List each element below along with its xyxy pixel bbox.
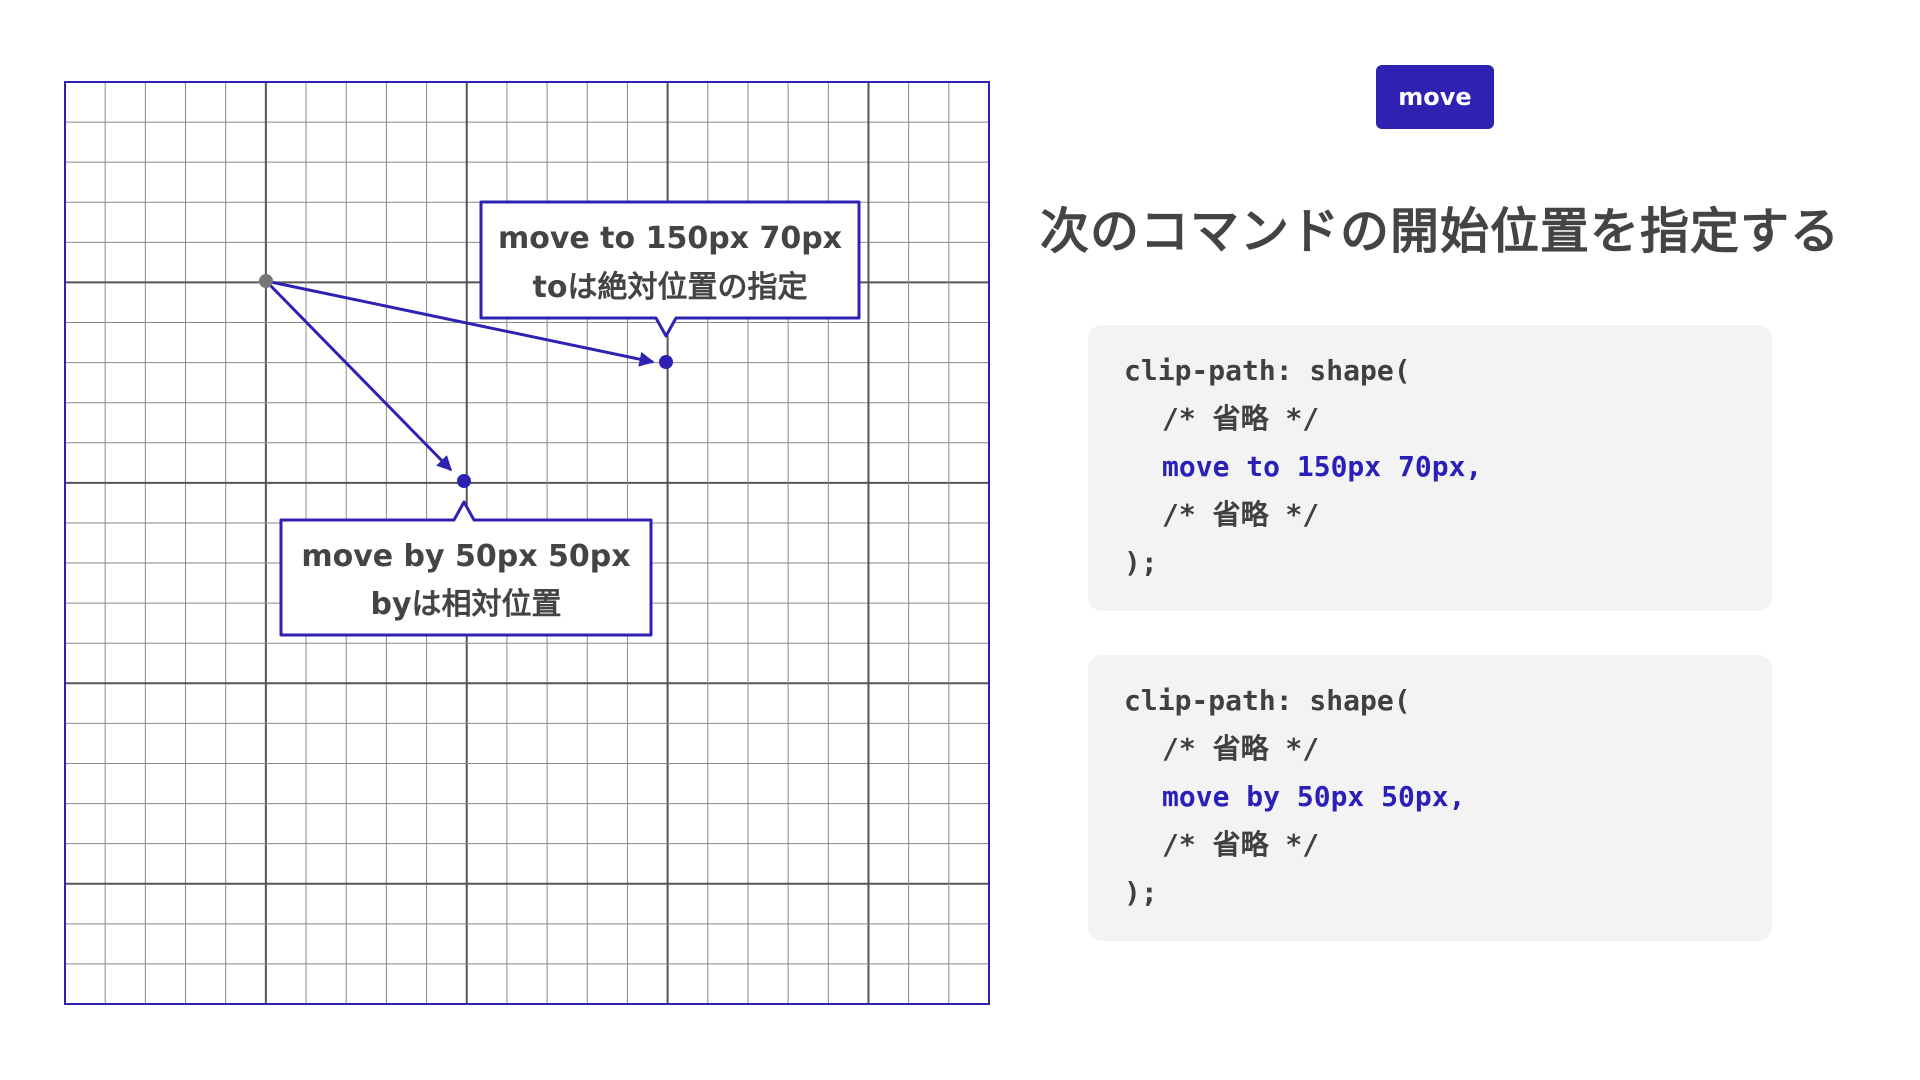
code-highlight-line: move to 150px 70px, bbox=[1162, 450, 1483, 483]
arrow-move-by bbox=[264, 279, 453, 472]
move-to-point bbox=[659, 355, 673, 369]
code-line: ); bbox=[1124, 546, 1158, 579]
callout-move-by-line2: byは相対位置 bbox=[370, 587, 561, 622]
start-point bbox=[259, 274, 273, 288]
code-line: clip-path: shape( bbox=[1124, 684, 1411, 717]
grid-border bbox=[64, 81, 990, 1005]
move-badge: move bbox=[1376, 65, 1494, 129]
callout-move-by: move by 50px 50px byは相対位置 bbox=[279, 500, 653, 637]
callout-move-to-line1: move to 150px 70px bbox=[498, 221, 842, 256]
callout-move-to-line2: toは絶対位置の指定 bbox=[533, 270, 808, 305]
code-comment: /* 省略 */ bbox=[1162, 498, 1320, 531]
callout-move-to: move to 150px 70px toは絶対位置の指定 bbox=[479, 200, 861, 338]
code-comment: /* 省略 */ bbox=[1162, 828, 1320, 861]
move-by-point bbox=[457, 474, 471, 488]
callout-move-by-line1: move by 50px 50px bbox=[301, 539, 630, 574]
code-comment: /* 省略 */ bbox=[1162, 402, 1320, 435]
code-highlight-line: move by 50px 50px, bbox=[1162, 780, 1466, 813]
code-line: clip-path: shape( bbox=[1124, 354, 1411, 387]
arrow-move-to bbox=[265, 279, 655, 367]
code-line: ); bbox=[1124, 876, 1158, 909]
code-block-move-to: clip-path: shape( /* 省略 */ move to 150px… bbox=[1088, 325, 1772, 611]
code-comment: /* 省略 */ bbox=[1162, 732, 1320, 765]
code-block-move-by: clip-path: shape( /* 省略 */ move by 50px … bbox=[1088, 655, 1772, 941]
page-title: 次のコマンドの開始位置を指定する bbox=[1040, 203, 1841, 260]
